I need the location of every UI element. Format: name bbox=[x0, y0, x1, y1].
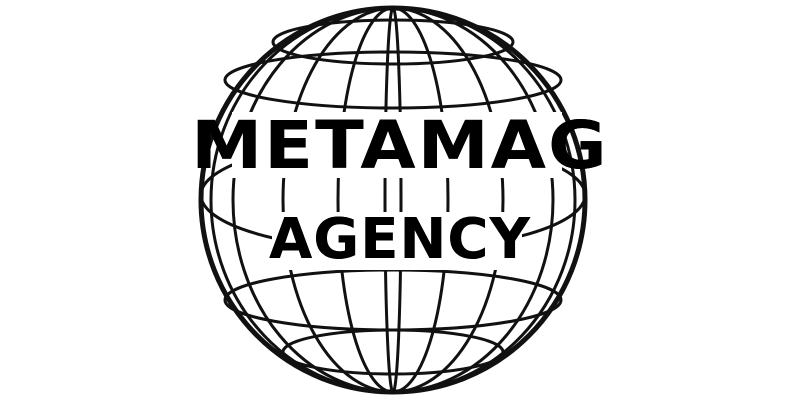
brand-name-line-1: METAMAG bbox=[191, 107, 609, 184]
brand-name-line-2: AGENCY bbox=[268, 207, 532, 272]
